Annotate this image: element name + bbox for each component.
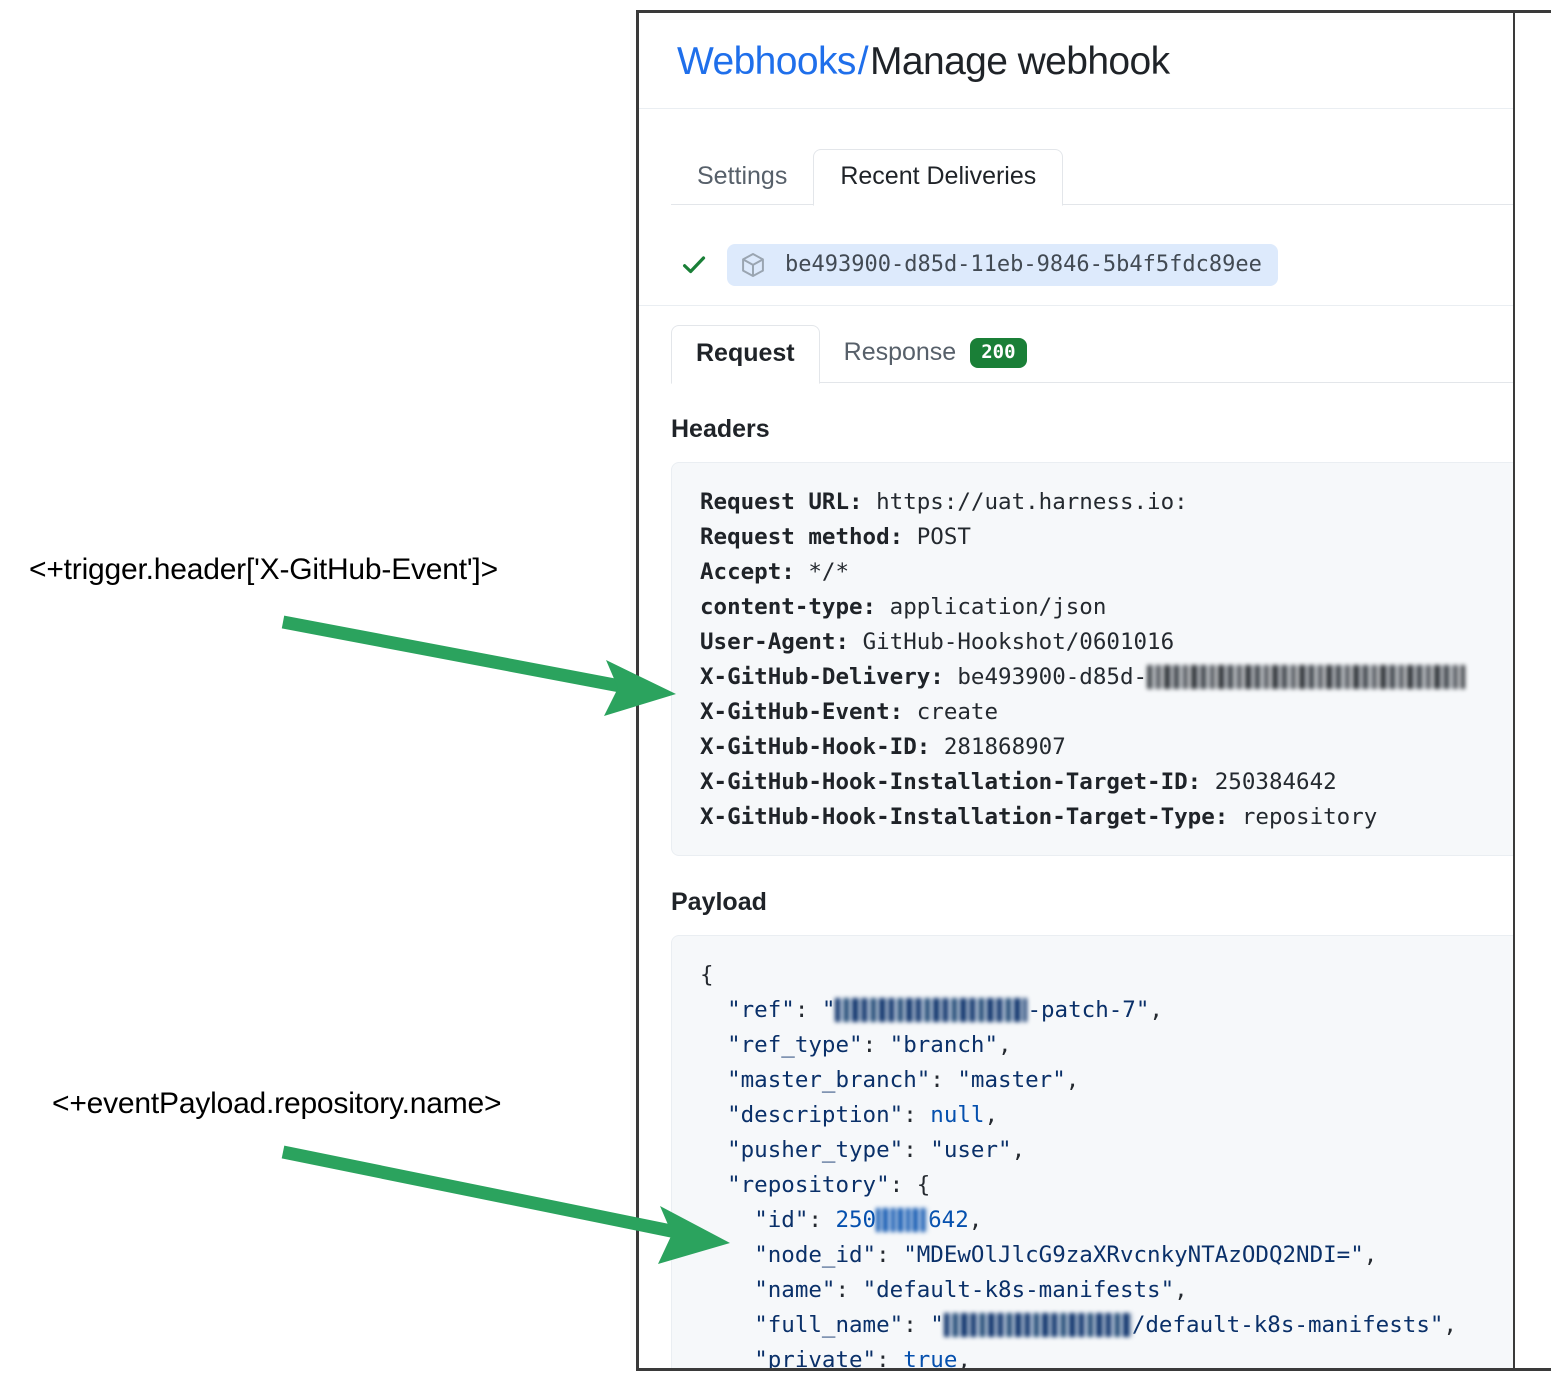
header-key-x-github-hook-id: X-GitHub-Hook-ID:	[700, 733, 931, 760]
tab-response-label: Response	[843, 338, 957, 367]
payload-code-block: { "ref": "-patch-7", "ref_type": "branch…	[671, 934, 1513, 1368]
payload-key-repository: "repository"	[727, 1171, 890, 1198]
delivery-id-chip[interactable]: be493900-d85d-11eb-9846-5b4f5fdc89ee	[727, 243, 1278, 286]
tab-recent-deliveries[interactable]: Recent Deliveries	[813, 148, 1064, 206]
delivery-divider	[639, 304, 1513, 306]
payload-key-ref: "ref"	[727, 996, 795, 1023]
payload-key-node-id: "node_id"	[754, 1241, 877, 1268]
payload-value-name: "default-k8s-manifests"	[862, 1276, 1175, 1303]
headers-code-block: Request URL: https://uat.harness.io: Req…	[671, 461, 1513, 856]
payload-key-description: "description"	[727, 1101, 904, 1128]
tab-request[interactable]: Request	[671, 324, 820, 384]
header-key-accept: Accept:	[700, 558, 795, 585]
breadcrumb: Webhooks/Manage webhook	[639, 13, 1513, 84]
header-value-x-github-event: create	[916, 698, 999, 725]
payload-value-node-id: "MDEwOlJlcG9zaXRvcnkyNTAzODQ2NDI="	[903, 1241, 1364, 1268]
payload-value-pusher-type: "user"	[930, 1136, 1012, 1163]
header-key-user-agent: User-Agent:	[700, 628, 850, 655]
header-value-hook-installation-target-type: repository	[1241, 803, 1378, 830]
payload-key-private: "private"	[754, 1346, 877, 1368]
breadcrumb-link-webhooks[interactable]: Webhooks	[677, 40, 856, 83]
tab-settings[interactable]: Settings	[697, 161, 788, 190]
payload-key-master-branch: "master_branch"	[727, 1066, 931, 1093]
header-key-hook-installation-target-type: X-GitHub-Hook-Installation-Target-Type:	[700, 803, 1229, 830]
payload-value-private: true	[903, 1346, 958, 1368]
header-key-hook-installation-target-id: X-GitHub-Hook-Installation-Target-ID:	[700, 768, 1202, 795]
redacted-full-name-owner	[943, 1312, 1132, 1337]
tab-response[interactable]: Response 200	[820, 325, 1051, 383]
annotation-arrow-trigger-header	[281, 615, 676, 716]
webhook-manage-panel: Webhooks/Manage webhook Settings Recent …	[636, 10, 1551, 1371]
panel-content: Webhooks/Manage webhook Settings Recent …	[639, 13, 1515, 1368]
header-value-x-github-hook-id: 281868907	[943, 733, 1066, 760]
payload-key-id: "id"	[754, 1206, 809, 1233]
status-badge: 200	[970, 338, 1027, 368]
redacted-delivery-suffix	[1147, 664, 1466, 689]
check-icon	[683, 256, 706, 274]
header-value-request-url: https://uat.harness.io:	[876, 488, 1188, 515]
header-key-x-github-delivery: X-GitHub-Delivery:	[700, 663, 944, 690]
payload-value-ref-type: "branch"	[889, 1031, 999, 1058]
payload-key-full-name: "full_name"	[754, 1311, 904, 1338]
header-value-user-agent: GitHub-Hookshot/0601016	[862, 628, 1175, 655]
cube-icon	[742, 252, 764, 277]
header-value-request-method: POST	[916, 523, 971, 550]
header-divider	[639, 107, 1513, 109]
header-value-x-github-delivery: be493900-d85d-	[957, 663, 1148, 690]
payload-key-ref-type: "ref_type"	[727, 1031, 863, 1058]
delivery-summary-row[interactable]: be493900-d85d-11eb-9846-5b4f5fdc89ee	[639, 205, 1513, 291]
header-value-hook-installation-target-id: 250384642	[1214, 768, 1337, 795]
annotation-label-trigger-header: <+trigger.header['X-GitHub-Event']>	[29, 553, 498, 586]
header-value-content-type: application/json	[889, 593, 1107, 620]
redacted-ref-username	[835, 997, 1028, 1022]
delivery-detail-tabs: Request Response 200	[639, 323, 1513, 384]
headers-heading: Headers	[671, 414, 770, 443]
payload-heading: Payload	[671, 887, 767, 916]
header-value-accept: */*	[808, 558, 850, 585]
webhook-tabs: Settings Recent Deliveries	[639, 147, 1513, 206]
annotation-label-event-payload: <+eventPayload.repository.name>	[52, 1087, 502, 1120]
tab-request-label: Request	[696, 338, 795, 367]
header-key-x-github-event: X-GitHub-Event:	[700, 698, 904, 725]
payload-value-master-branch: "master"	[957, 1066, 1066, 1093]
breadcrumb-separator: /	[857, 40, 869, 83]
delivery-id-text: be493900-d85d-11eb-9846-5b4f5fdc89ee	[785, 252, 1262, 278]
payload-value-description: null	[930, 1101, 985, 1128]
header-key-request-url: Request URL:	[700, 488, 863, 515]
header-key-content-type: content-type:	[700, 593, 877, 620]
payload-key-name: "name"	[754, 1276, 836, 1303]
payload-line-open-brace: {	[700, 961, 714, 988]
payload-key-pusher-type: "pusher_type"	[727, 1136, 904, 1163]
header-key-request-method: Request method:	[700, 523, 904, 550]
page-title: Manage webhook	[870, 40, 1170, 83]
redacted-repo-id	[876, 1207, 929, 1232]
